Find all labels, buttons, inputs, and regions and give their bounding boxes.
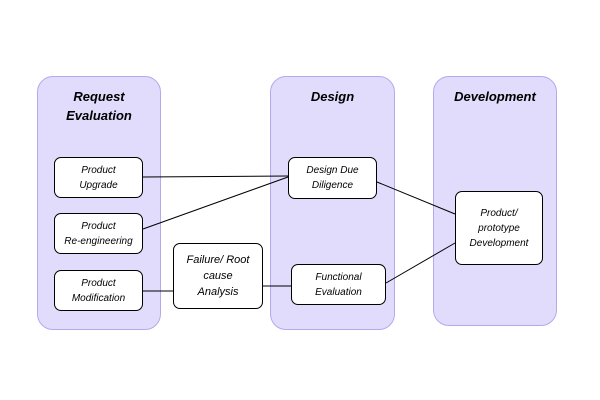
development-title: Development <box>454 89 536 104</box>
link-due-diligence-to-development <box>376 181 456 215</box>
product-upgrade-node: Product Upgrade <box>54 157 143 198</box>
product-reengineering-node: Product Re-engineering <box>54 213 143 254</box>
design-title: Design <box>310 89 355 104</box>
design-due-diligence-node: Design Due Diligence <box>288 157 377 199</box>
product-prototype-development-node: Product/ prototype Development <box>455 191 543 265</box>
request-evaluation-title: Request Evaluation <box>66 89 132 123</box>
link-functional-evaluation-to-development <box>385 242 456 284</box>
failure-root-cause-node: Failure/ Root cause Analysis <box>173 243 263 309</box>
product-modification-node: Product Modification <box>54 270 143 311</box>
link-reengineering-to-due-diligence <box>142 176 289 230</box>
link-upgrade-to-due-diligence <box>142 175 289 178</box>
functional-evaluation-node: Functional Evaluation <box>291 264 386 305</box>
